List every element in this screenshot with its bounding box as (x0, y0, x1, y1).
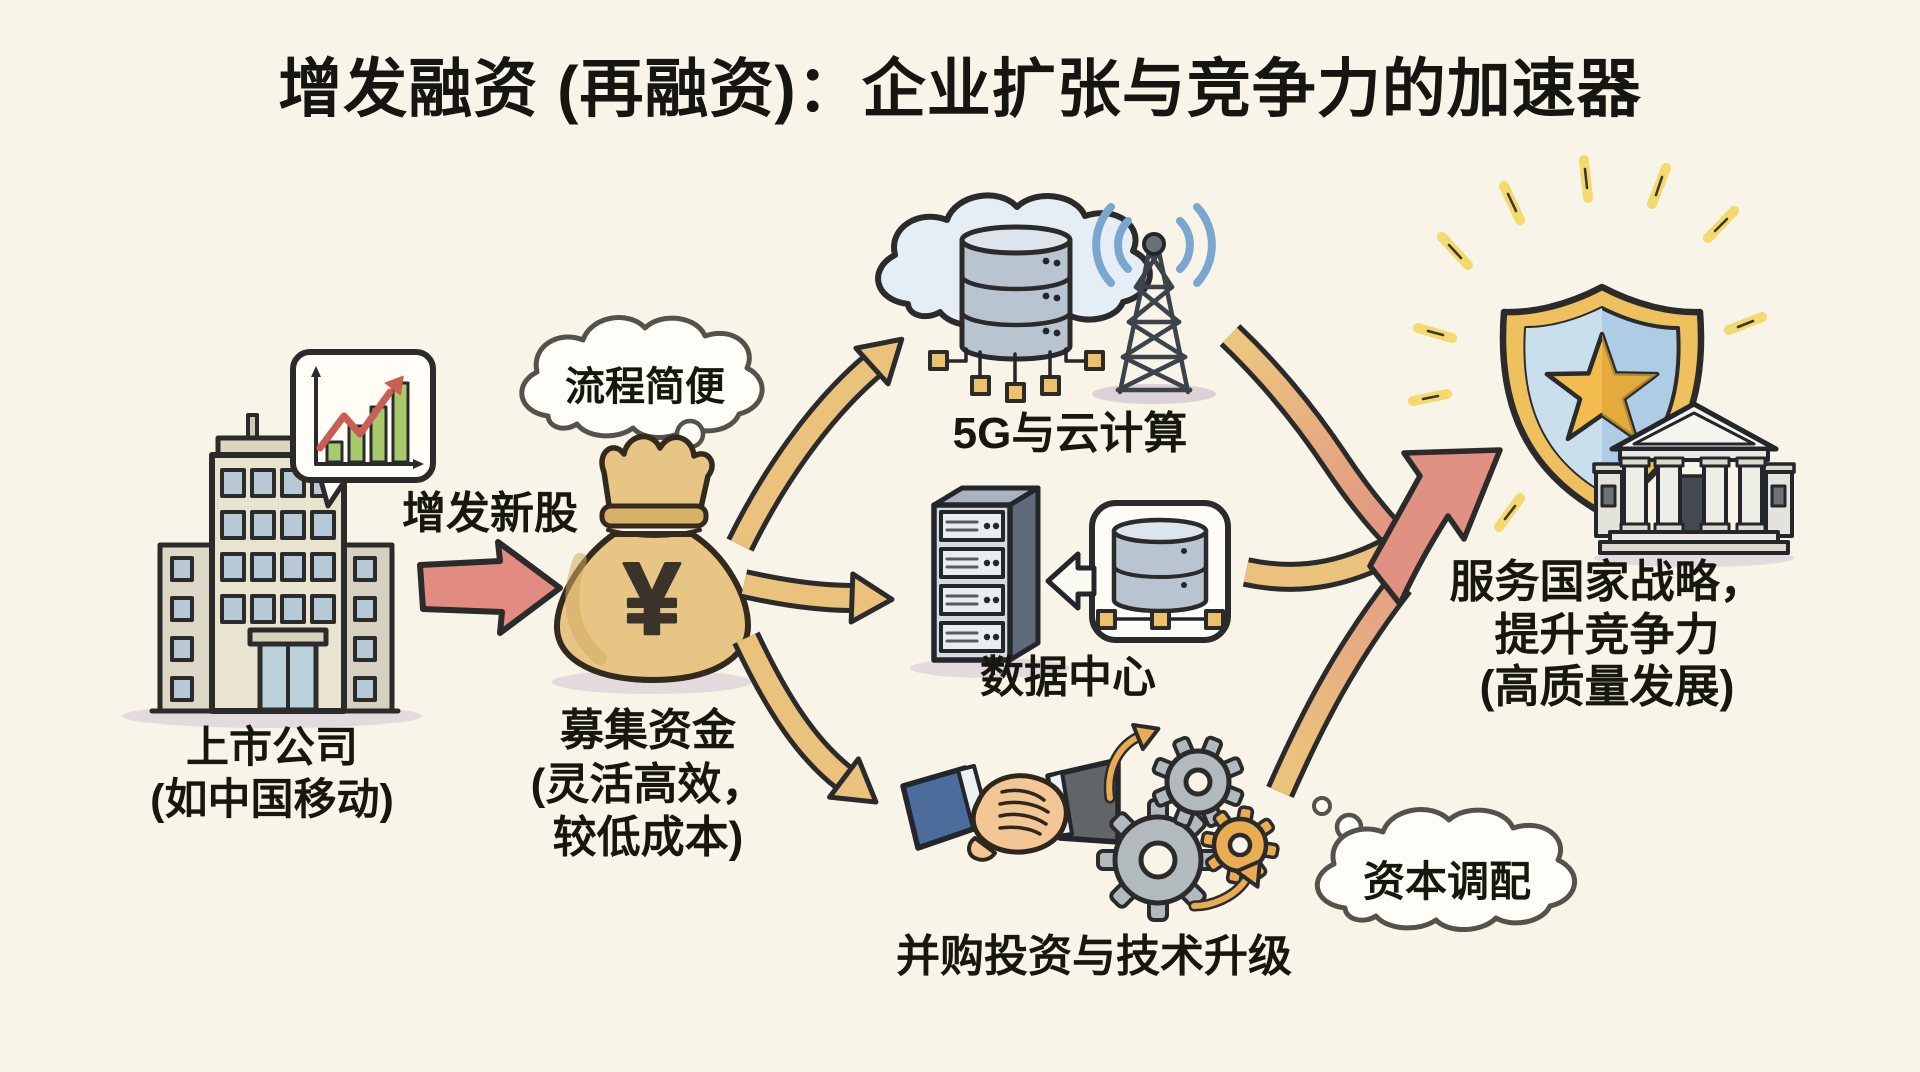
arrow-to-datacenter (740, 569, 895, 625)
process-cloud-label: 流程简便 (565, 365, 725, 409)
page-title: 增发融资 (再融资)：企业扩张与竞争力的加速器 (278, 53, 1642, 125)
capital-cloud-label: 资本调配 (1362, 858, 1531, 905)
funds-label: 募集资金 (灵活高效， 较低成本) (448, 704, 848, 865)
arrow-to-ma (732, 631, 879, 805)
use-datacenter-label: 数据中心 (980, 653, 1156, 702)
gear-arrow-down-icon (1188, 859, 1262, 912)
thought-cloud-capital (1312, 796, 1577, 933)
company-name: 上市公司 (186, 724, 358, 772)
gears-icon (1096, 722, 1280, 922)
arrow-to-5g (726, 336, 905, 552)
shield-star-icon (1499, 283, 1705, 517)
left-block-arrow-icon (1045, 551, 1097, 611)
goal-line-1: 服务国家战略， (1449, 556, 1765, 607)
database-panel-icon (1045, 500, 1231, 643)
funds-note-2: 较低成本) (552, 813, 744, 863)
funds-note-1: (灵活高效， (530, 759, 766, 809)
growth-chart-bubble-icon (290, 349, 436, 509)
goal-label: 服务国家战略， 提升竞争力 (高质量发展) (1407, 556, 1807, 714)
radio-tower-icon (1092, 203, 1216, 404)
company-label: 上市公司 (如中国移动) (72, 722, 472, 827)
money-bag-icon: ¥ (552, 433, 752, 694)
cloud-database-icon (875, 192, 1153, 403)
merge-arrow (1367, 447, 1503, 607)
new-shares-arrow (417, 539, 563, 636)
goal-line-2: 提升竞争力 (1494, 608, 1720, 660)
funds-title: 募集资金 (560, 706, 736, 755)
gear-arrow-up-icon (1103, 722, 1161, 804)
issuance-arrow-label: 增发新股 (402, 489, 578, 538)
yuan-symbol: ¥ (624, 542, 681, 656)
handshake-icon (900, 757, 1121, 862)
bank-icon (1592, 401, 1796, 567)
server-rack-icon (910, 485, 1070, 678)
stream-from-ma (1266, 574, 1412, 799)
sun-rays-icon (1408, 155, 1767, 532)
use-ma-label: 并购投资与技术升级 (896, 932, 1292, 981)
office-building-icon (122, 413, 422, 728)
company-note: (如中国移动) (150, 776, 394, 825)
goal-line-3: (高质量发展) (1479, 661, 1735, 713)
stream-from-5g (1219, 324, 1413, 555)
use-5g-label: 5G与云计算 (952, 409, 1188, 458)
